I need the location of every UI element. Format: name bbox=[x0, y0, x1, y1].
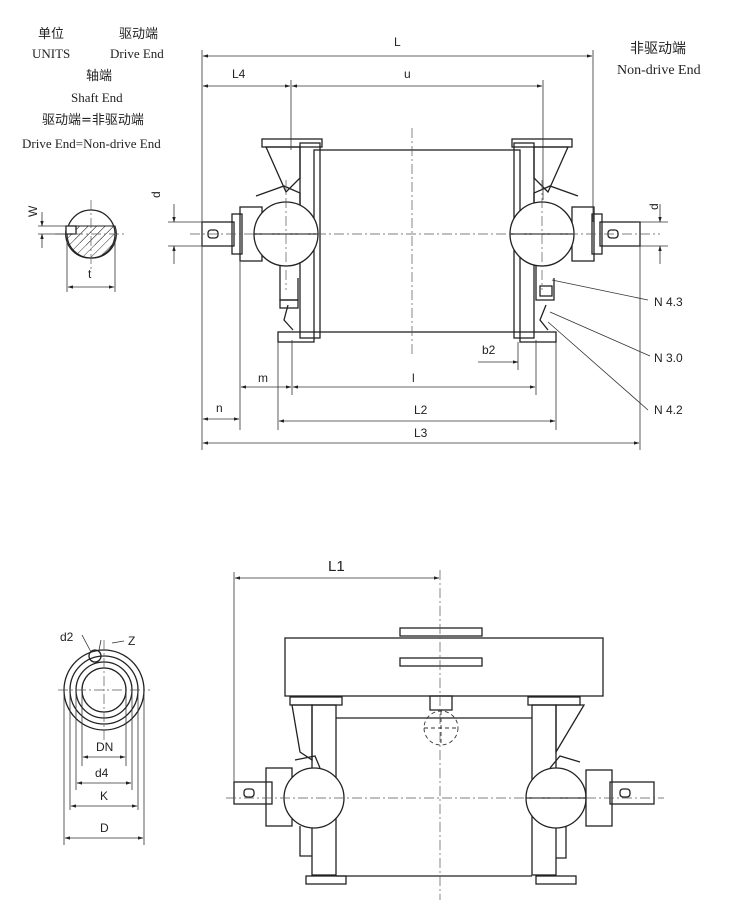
flange-detail bbox=[58, 634, 150, 845]
units-label-en: UNITS bbox=[32, 46, 70, 61]
dim-t: t bbox=[88, 267, 92, 281]
non-drive-end-label-cn: 非驱动端 bbox=[630, 41, 686, 57]
flange-DN: DN bbox=[96, 740, 113, 754]
flange-d2: d2 bbox=[60, 630, 74, 644]
units-legend: 单位 驱动端 UNITS Drive End 轴端 Shaft End 驱动端=… bbox=[22, 27, 164, 151]
equality-label-en: Drive End=Non-drive End bbox=[22, 136, 161, 151]
dim-b2: b2 bbox=[482, 343, 496, 357]
nozzle-N43: N 4.3 bbox=[654, 295, 683, 309]
flange-K: K bbox=[100, 789, 108, 803]
shaft-end-label-en: Shaft End bbox=[71, 90, 123, 105]
dim-d-right: d bbox=[647, 203, 661, 210]
flange-d4: d4 bbox=[95, 766, 109, 780]
units-label-cn: 单位 bbox=[38, 27, 64, 42]
dim-L: L bbox=[394, 35, 401, 49]
dim-l: l bbox=[412, 371, 415, 385]
dim-L1: L1 bbox=[328, 558, 345, 575]
flange-D: D bbox=[100, 821, 109, 835]
shaft-end-label-cn: 轴端 bbox=[86, 69, 112, 84]
flange-Z: Z bbox=[128, 634, 135, 648]
shaft-section bbox=[38, 200, 125, 292]
dim-W: W bbox=[26, 205, 40, 217]
top-view-dimensions bbox=[168, 50, 668, 450]
non-drive-end-legend: 非驱动端 Non-drive End bbox=[617, 41, 701, 78]
nozzle-N42: N 4.2 bbox=[654, 403, 683, 417]
dim-n: n bbox=[216, 401, 223, 415]
dim-d-left: d bbox=[149, 191, 163, 198]
pump-front-view bbox=[226, 570, 664, 900]
dim-m: m bbox=[258, 371, 268, 385]
drive-end-label-cn: 驱动端 bbox=[119, 27, 158, 42]
non-drive-end-label-en: Non-drive End bbox=[617, 63, 701, 78]
pump-side-view bbox=[190, 128, 660, 355]
dim-L3: L3 bbox=[414, 426, 428, 440]
dim-L4: L4 bbox=[232, 67, 246, 81]
drive-end-label-en: Drive End bbox=[110, 46, 164, 61]
nozzle-N30: N 3.0 bbox=[654, 351, 683, 365]
equality-label-cn: 驱动端=非驱动端 bbox=[42, 113, 144, 128]
dim-u: u bbox=[404, 67, 411, 81]
dim-L2: L2 bbox=[414, 403, 428, 417]
